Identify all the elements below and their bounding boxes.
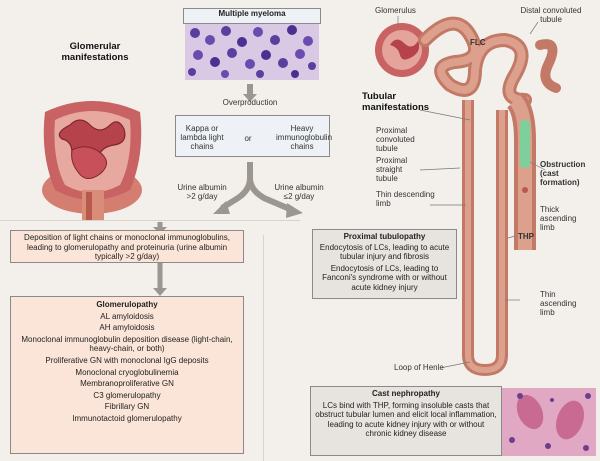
cast-nephropathy-title: Cast nephropathy xyxy=(371,389,440,398)
or-label: or xyxy=(244,134,252,143)
divider-center xyxy=(263,235,264,461)
deposition-text: Deposition of light chains or monoclonal… xyxy=(24,233,230,262)
loop-of-henle-label: Loop of Henle xyxy=(394,363,444,372)
urine-left-label: Urine albumin >2 g/day xyxy=(177,183,227,202)
thick-ascending-label: Thick ascending limb xyxy=(540,205,577,233)
flow-arrows xyxy=(157,84,294,228)
chains-box xyxy=(175,115,330,157)
proximal-straight-label: Proximal straight tubule xyxy=(376,156,408,184)
cast-histology-image xyxy=(502,388,596,456)
glomerulus-label: Glomerulus xyxy=(375,6,416,15)
tubular-manifestations-title: Tubular manifestations xyxy=(362,91,430,113)
deposition-box: Deposition of light chains or monoclonal… xyxy=(10,230,244,263)
cast-nephropathy-text: LCs bind with THP, forming insoluble cas… xyxy=(315,400,497,439)
thin-ascending-label: Thin ascending limb xyxy=(540,290,577,318)
kappa-lambda-label: Kappa or lambda light chains xyxy=(180,124,224,152)
flc-label: FLC xyxy=(470,38,486,47)
proximal-tubulopathy-title: Proximal tubulopathy xyxy=(343,232,426,241)
label-pointers xyxy=(397,16,546,369)
myeloma-cell-image xyxy=(185,24,319,80)
overproduction-label: Overproduction xyxy=(222,98,278,107)
thp-label: THP xyxy=(518,232,534,241)
cast-nephropathy-box: Cast nephropathy LCs bind with THP, form… xyxy=(310,386,502,456)
proximal-tubulopathy-box: Proximal tubulopathy Endocytosis of LCs,… xyxy=(312,229,457,299)
list-item: AL amyloidosis xyxy=(100,311,154,321)
proximal-line-1: Endocytosis of LCs, leading to acute tub… xyxy=(319,242,450,262)
myeloma-title: Multiple myeloma xyxy=(218,9,286,18)
list-item: C3 glomerulopathy xyxy=(93,390,161,400)
glomerulus-illustration xyxy=(42,101,142,220)
thin-descending-label: Thin descending limb xyxy=(376,190,435,209)
glomerular-manifestations-title: Glomerular manifestations xyxy=(61,41,129,63)
list-item: Immunotactoid glomerulopathy xyxy=(72,413,182,423)
heavy-chain-label: Heavy immunoglobulin chains xyxy=(276,124,333,152)
obstruction-label: Obstruction (cast formation) xyxy=(540,160,586,188)
glomerulopathy-list: AL amyloidosis AH amyloidosis Monoclonal… xyxy=(16,312,238,424)
myeloma-title-box: Multiple myeloma xyxy=(183,8,321,24)
proximal-line-2: Endocytosis of LCs, leading to Fanconi's… xyxy=(322,263,447,292)
list-item: Membranoproliferative GN xyxy=(80,379,174,389)
list-item: Monoclonal cryoglobulinemia xyxy=(75,367,179,377)
glomerulopathy-box: Glomerulopathy AL amyloidosis AH amyloid… xyxy=(10,296,244,454)
list-item: Monoclonal immunoglobulin deposition dis… xyxy=(21,334,233,354)
proximal-convoluted-label: Proximal convoluted tubule xyxy=(376,126,415,154)
distal-tubule-label: Distal convoluted tubule xyxy=(520,6,582,25)
list-item: Fibrillary GN xyxy=(104,402,150,412)
list-item: Proliferative GN with monoclonal IgG dep… xyxy=(45,355,209,365)
divider-left xyxy=(0,220,300,221)
list-item: AH amyloidosis xyxy=(99,323,155,333)
glomerulopathy-title: Glomerulopathy xyxy=(96,300,158,309)
urine-right-label: Urine albumin ≤2 g/day xyxy=(274,183,324,202)
nephron-illustration xyxy=(375,16,561,377)
